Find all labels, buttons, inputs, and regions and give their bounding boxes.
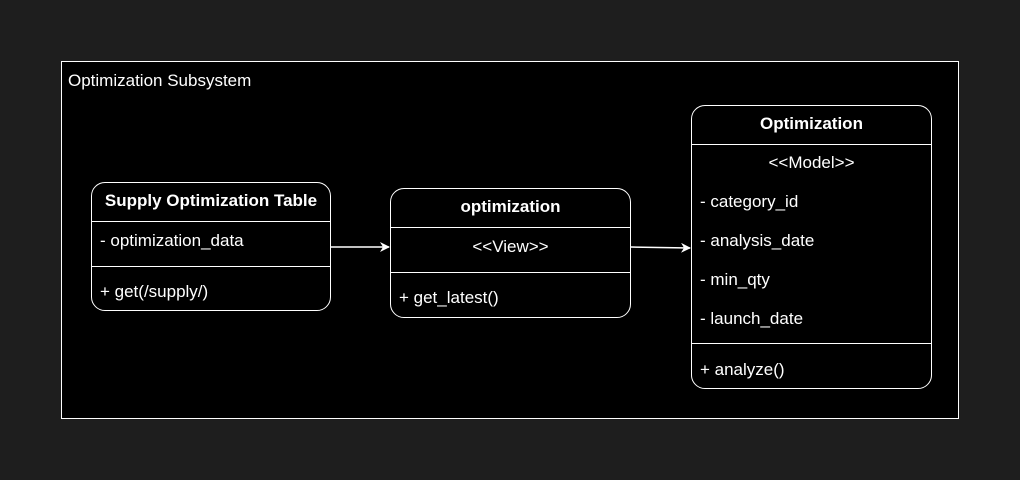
class-method: + analyze() (700, 360, 785, 379)
class-divider (92, 266, 330, 267)
class-stereotype: <<Model>> (768, 153, 855, 172)
class-divider (391, 227, 630, 228)
class-method: + get(/supply/) (100, 282, 209, 301)
class-divider (692, 343, 931, 344)
class-attribute: - min_qty (700, 270, 770, 289)
class-name: Optimization (760, 114, 863, 133)
optimization-view-class[interactable]: optimization <<View>> + get_latest() (390, 188, 631, 318)
class-attribute: - launch_date (700, 309, 804, 328)
optimization-model-class[interactable]: Optimization <<Model>> - category_id - a… (691, 105, 932, 389)
class-stereotype: <<View>> (472, 237, 549, 256)
class-method: + get_latest() (399, 288, 499, 307)
class-attribute: - analysis_date (700, 231, 815, 250)
subsystem-title: Optimization Subsystem (68, 71, 252, 90)
supply-optimization-table-class[interactable]: Supply Optimization Table - optimization… (91, 182, 331, 311)
class-divider (391, 272, 630, 273)
class-attribute: - optimization_data (100, 231, 244, 250)
class-divider (92, 221, 330, 222)
class-name: Supply Optimization Table (104, 191, 318, 210)
class-attribute: - category_id (700, 192, 799, 211)
class-divider (692, 144, 931, 145)
class-name: optimization (460, 197, 561, 216)
